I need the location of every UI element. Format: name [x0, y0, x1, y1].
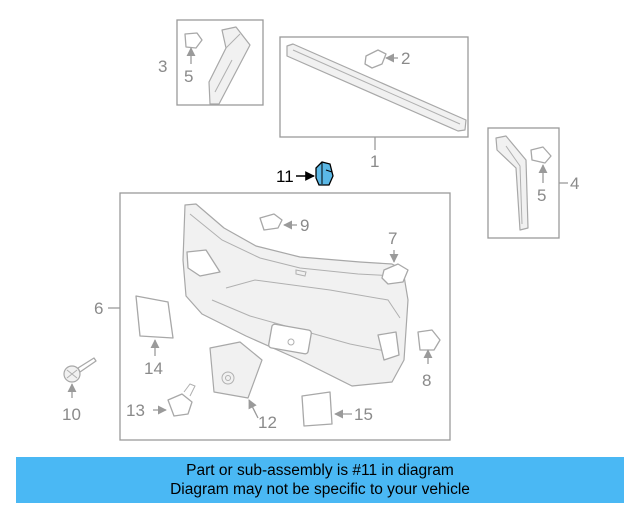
clip-7 — [381, 263, 409, 285]
access-cover-15 — [301, 391, 333, 427]
callout-11: 11 — [276, 167, 294, 186]
callout-1: 1 — [370, 152, 379, 171]
clip-5-left — [184, 32, 203, 49]
banner-line-1: Part or sub-assembly is #11 in diagram — [186, 462, 454, 479]
callout-13: 13 — [126, 401, 145, 420]
callout-8: 8 — [422, 371, 431, 390]
group-3-assembly: 5 3 — [158, 19, 264, 106]
part-11-highlighted[interactable]: 11 — [276, 161, 334, 186]
callout-12: 12 — [258, 413, 277, 432]
clip-8 — [417, 329, 441, 351]
group-4-assembly: 5 4 — [487, 127, 579, 239]
callout-4: 4 — [570, 174, 579, 193]
part-10-screw: 10 — [62, 357, 97, 424]
group-6-assembly: 6 9 7 8 14 12 — [94, 192, 451, 441]
callout-14: 14 — [144, 359, 163, 378]
screw-shaft-10 — [77, 357, 97, 373]
group-6-box — [119, 192, 451, 441]
callout-15: 15 — [354, 405, 373, 424]
callout-3: 3 — [158, 57, 167, 76]
callout-9: 9 — [300, 216, 309, 235]
callout-10: 10 — [62, 405, 81, 424]
right-lamp-cover — [377, 331, 400, 361]
callout-6: 6 — [94, 299, 103, 318]
left-lamp-cover — [186, 249, 221, 277]
clip-9 — [259, 213, 283, 231]
group-3-box — [176, 19, 264, 106]
liftgate-trim-panel — [182, 203, 409, 387]
group-1-assembly: 2 1 — [279, 36, 469, 171]
storage-pocket-12 — [209, 341, 263, 399]
clip-11 — [315, 161, 334, 186]
callout-5: 5 — [184, 67, 193, 86]
info-banner: Part or sub-assembly is #11 in diagram D… — [16, 457, 624, 503]
clip-2 — [364, 49, 387, 69]
banner-line-2: Diagram may not be specific to your vehi… — [170, 481, 470, 498]
pillar-trim-right — [495, 135, 529, 231]
lamp-socket-13 — [167, 393, 193, 417]
callout-7: 7 — [388, 229, 397, 248]
callout-5-right: 5 — [537, 186, 546, 205]
group-1-box — [279, 36, 469, 138]
clip-5-right — [530, 146, 552, 164]
access-cover-14 — [135, 295, 174, 339]
callout-2: 2 — [401, 49, 410, 68]
